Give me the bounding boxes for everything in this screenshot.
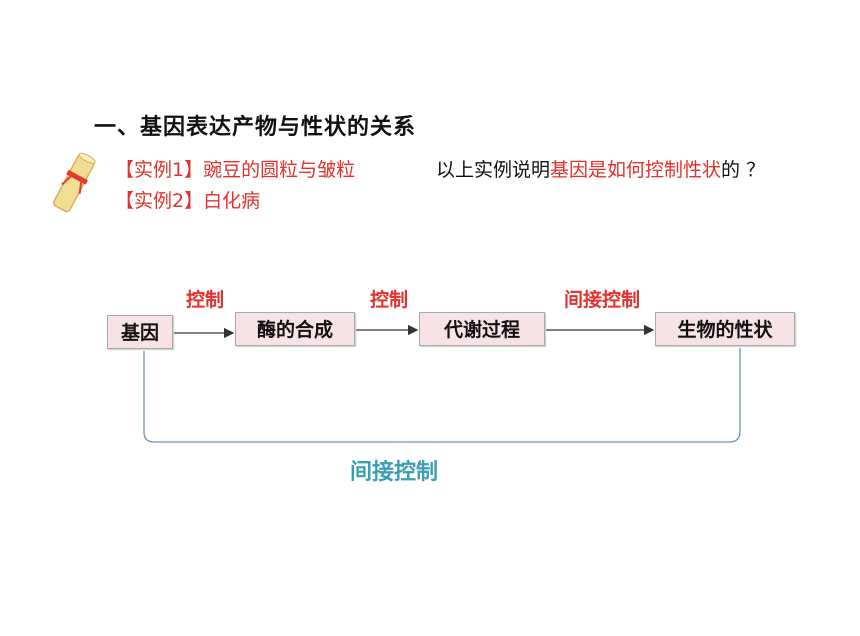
edge-label-2: 控制 <box>370 289 409 311</box>
question-prefix: 以上实例说明 <box>436 159 551 181</box>
example-1-label: 【实例1】豌豆的圆粒与皱粒 <box>115 159 356 181</box>
edge-label-1: 控制 <box>186 289 225 311</box>
example-2-label: 【实例2】白化病 <box>115 190 261 212</box>
node-enzyme-synthesis: 酶的合成 <box>235 312 355 346</box>
question-suffix: 的 ？ <box>721 159 766 181</box>
node-trait: 生物的性状 <box>655 312 795 346</box>
question-highlight: 基因是如何控制性状 <box>550 159 722 181</box>
scroll-icon <box>53 152 96 213</box>
question-line: 以上实例说明基因是如何控制性状的 ？ <box>436 155 765 182</box>
section-heading: 一、基因表达产物与性状的关系 <box>94 115 417 140</box>
node-gene: 基因 <box>107 315 173 349</box>
node-metabolism: 代谢过程 <box>419 312 545 346</box>
edge-label-3: 间接控制 <box>564 289 641 311</box>
bracket-line <box>143 348 741 443</box>
bracket-label: 间接控制 <box>350 460 439 485</box>
